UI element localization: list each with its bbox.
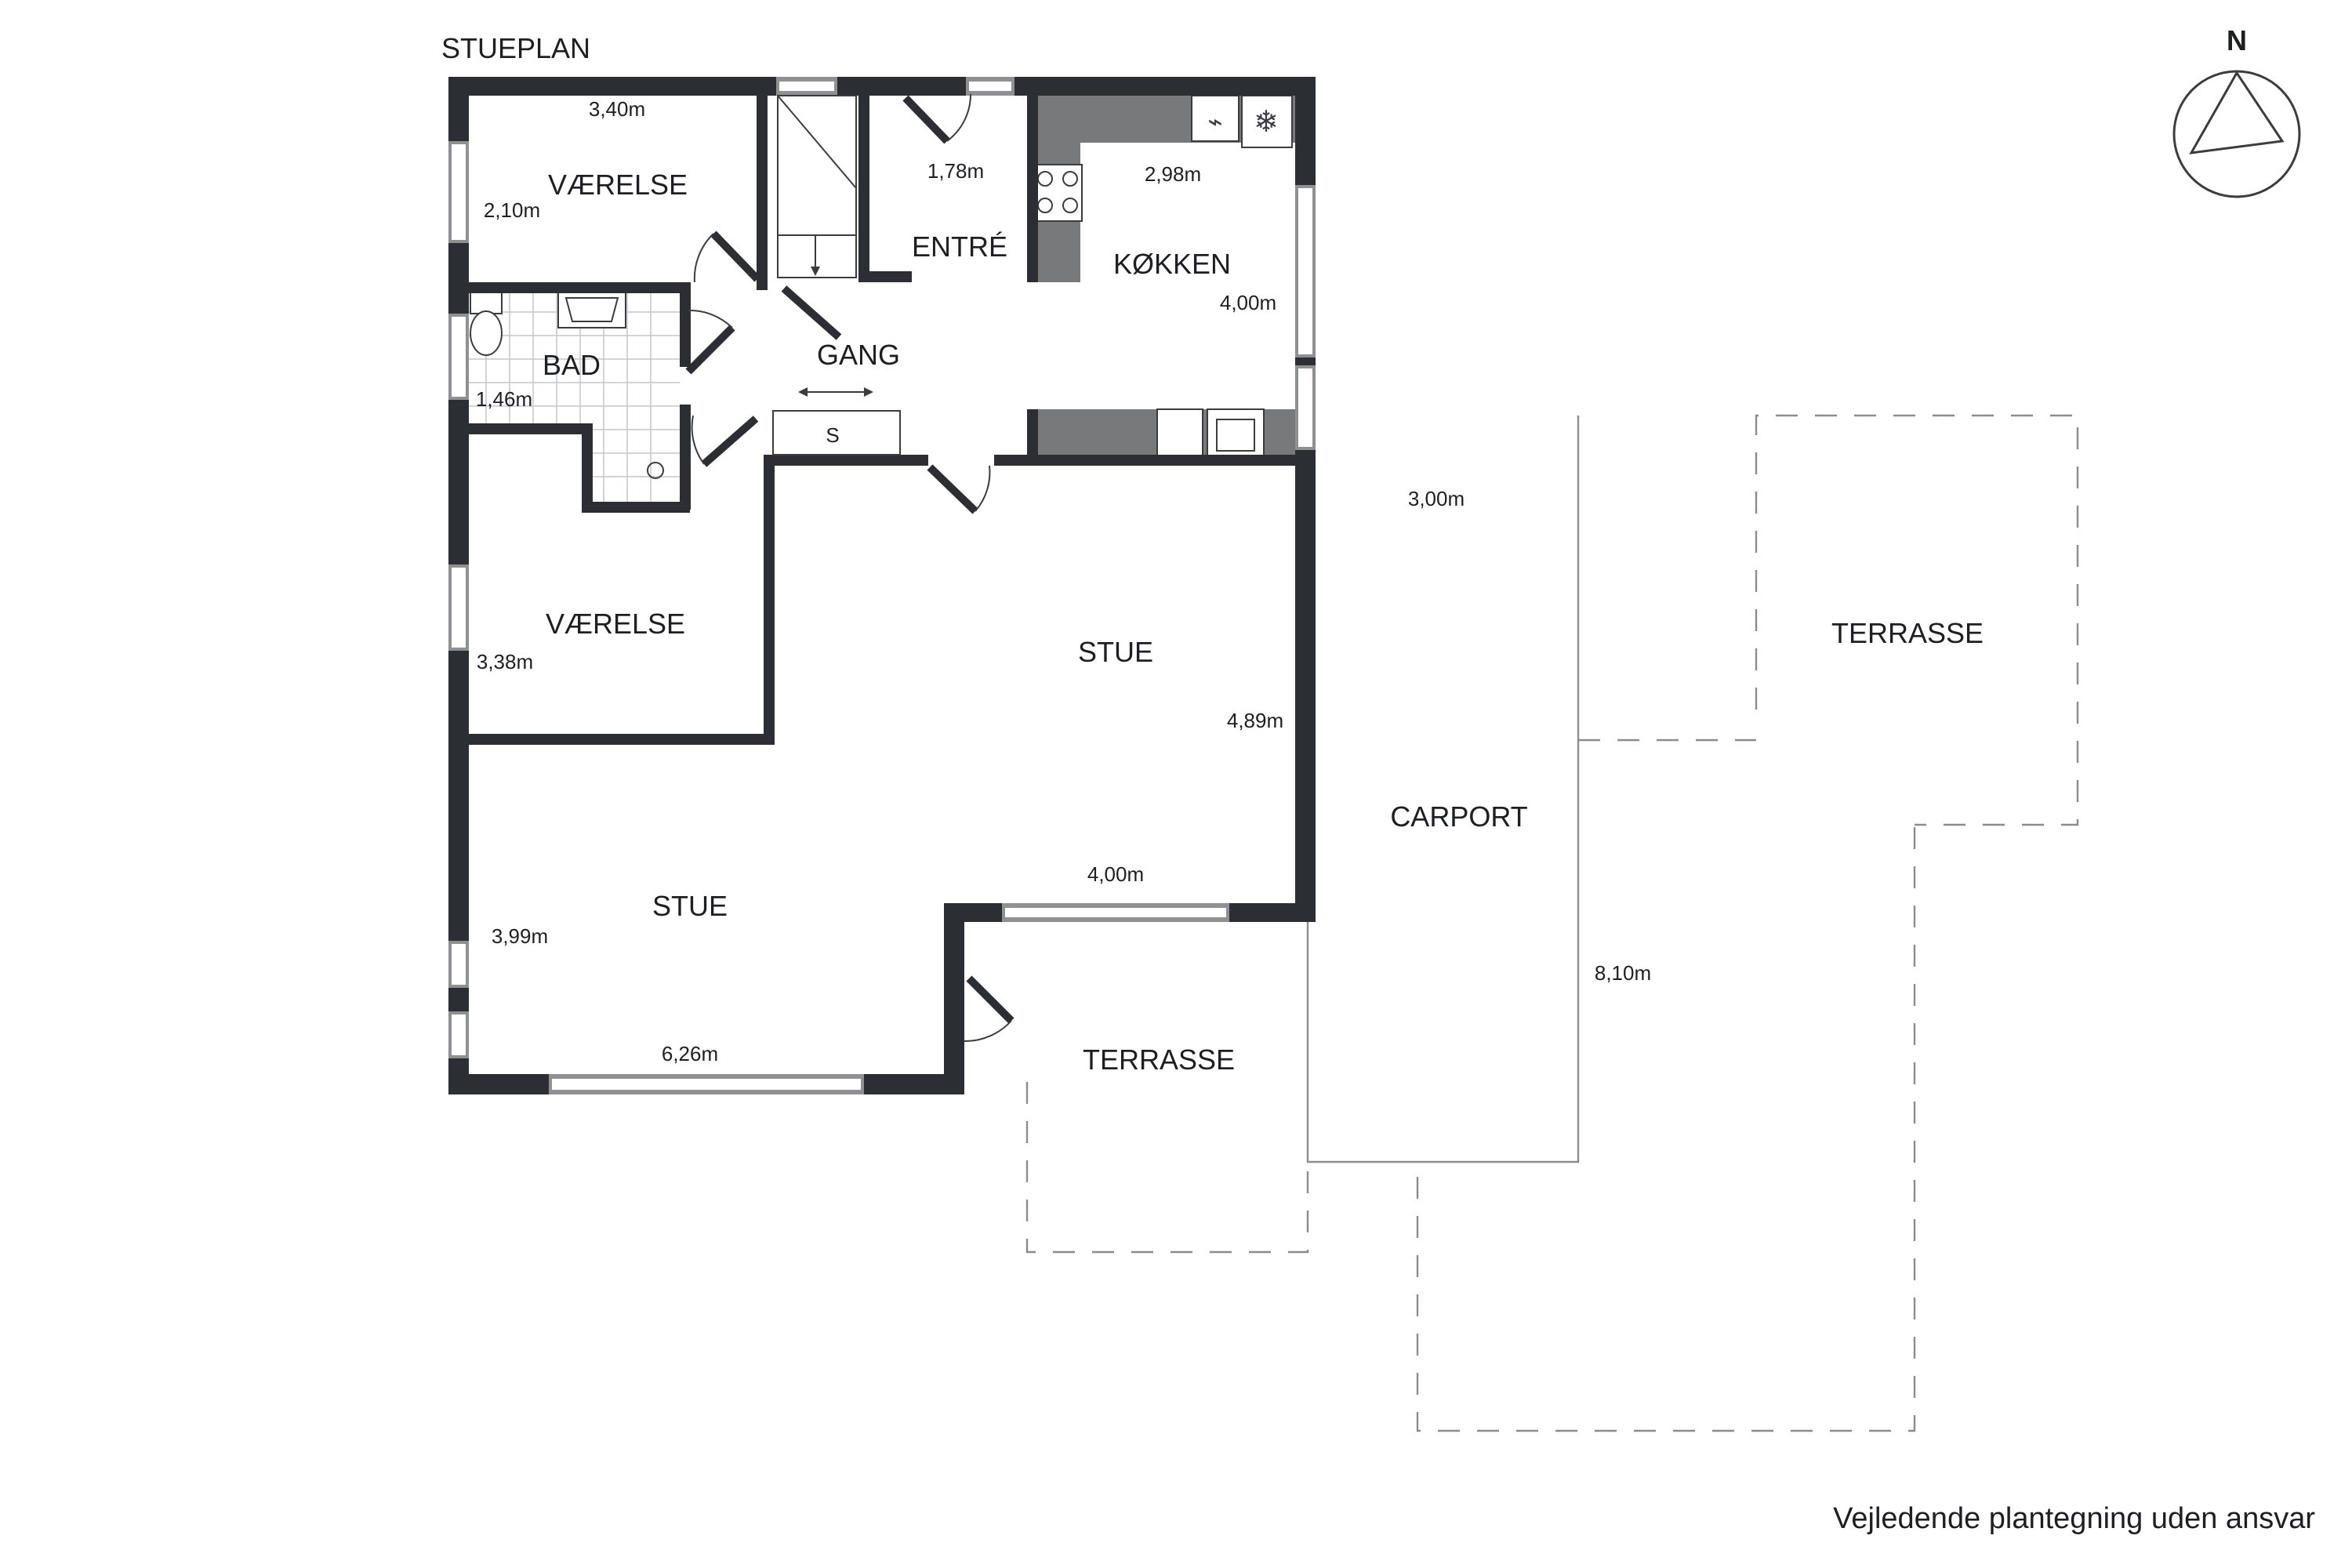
door-bad [685,325,735,375]
door-stair [781,285,842,340]
carport-outline [1306,416,1580,1163]
measure-vaerelse-1-width: 3,40m [589,97,645,121]
measure-koekken-depth: 4,00m [1220,291,1276,314]
measure-stue-1-width: 4,00m [1087,862,1144,886]
shower-drain-icon [647,462,664,479]
toilet-tank-icon [470,291,503,314]
plan-title: STUEPLAN [441,32,590,64]
stair-arrow-icon [811,267,820,276]
closet [772,410,901,456]
measure-bad: 1,46m [476,387,532,411]
washbasin-icon [557,291,626,328]
kitchen-counters: ❄ ⌁ [1033,94,1295,459]
dishwasher-icon [1156,408,1203,459]
windows [448,77,1316,1094]
room-label-carport: CARPORT [1390,800,1527,833]
disclaimer-text: Vejledende plantegning uden ansvar [1833,1502,2315,1535]
room-label-vaerelse-2: VÆRELSE [546,608,685,640]
measure-stue-1-depth: 4,89m [1227,709,1283,732]
measurements: 3,40m 2,10m 1,46m 1,78m 2,98m 4,00m 3,38… [476,97,1651,1065]
measure-vaerelse-1-depth: 2,10m [484,198,540,222]
door-terrasse [966,975,1014,1024]
door-vaerelse-1 [710,230,760,282]
measure-entre: 1,78m [927,159,984,183]
room-label-stue-2: STUE [652,890,728,922]
sliding-door-icon [798,387,873,397]
front-door [902,95,950,144]
bathroom [464,289,680,510]
measure-vaerelse-2: 3,38m [477,650,533,673]
room-label-koekken: KØKKEN [1113,248,1231,280]
room-labels: VÆRELSE BAD GANG ENTRÉ KØKKEN VÆRELSE ST… [543,169,1984,1076]
measure-stue-2-depth: 3,99m [492,924,548,948]
closet-label: S [826,423,839,447]
door-stue [927,464,978,514]
measure-stue-2-width: 6,26m [662,1042,718,1065]
toilet-icon [470,310,503,356]
door-vaerelse-2 [701,416,759,467]
doors [685,93,1014,1043]
room-label-entre: ENTRÉ [912,230,1007,263]
room-label-vaerelse-1: VÆRELSE [548,169,688,201]
room-label-gang: GANG [817,339,900,371]
terrace-s-outline [1025,1082,1309,1254]
svg-text:❄: ❄ [1254,104,1279,139]
north-arrow-icon: N [2172,24,2301,198]
walls [448,77,1316,1094]
staircase [777,95,857,278]
compass-label: N [2227,24,2247,56]
room-label-terrasse-1: TERRASSE [1083,1044,1235,1076]
measure-carport-depth: 8,10m [1595,961,1651,985]
room-label-stue-1: STUE [1078,636,1153,668]
measure-carport-width: 3,00m [1408,487,1465,510]
room-label-bad: BAD [543,349,601,381]
outdoor-outlines [1025,414,2079,1432]
yard-outline [1416,827,1916,1432]
terrace-ne-outline-2 [1755,414,2079,826]
svg-text:⌁: ⌁ [1207,107,1222,136]
measure-koekken-width: 2,98m [1145,162,1201,186]
room-label-terrasse-2: TERRASSE [1831,617,1984,649]
